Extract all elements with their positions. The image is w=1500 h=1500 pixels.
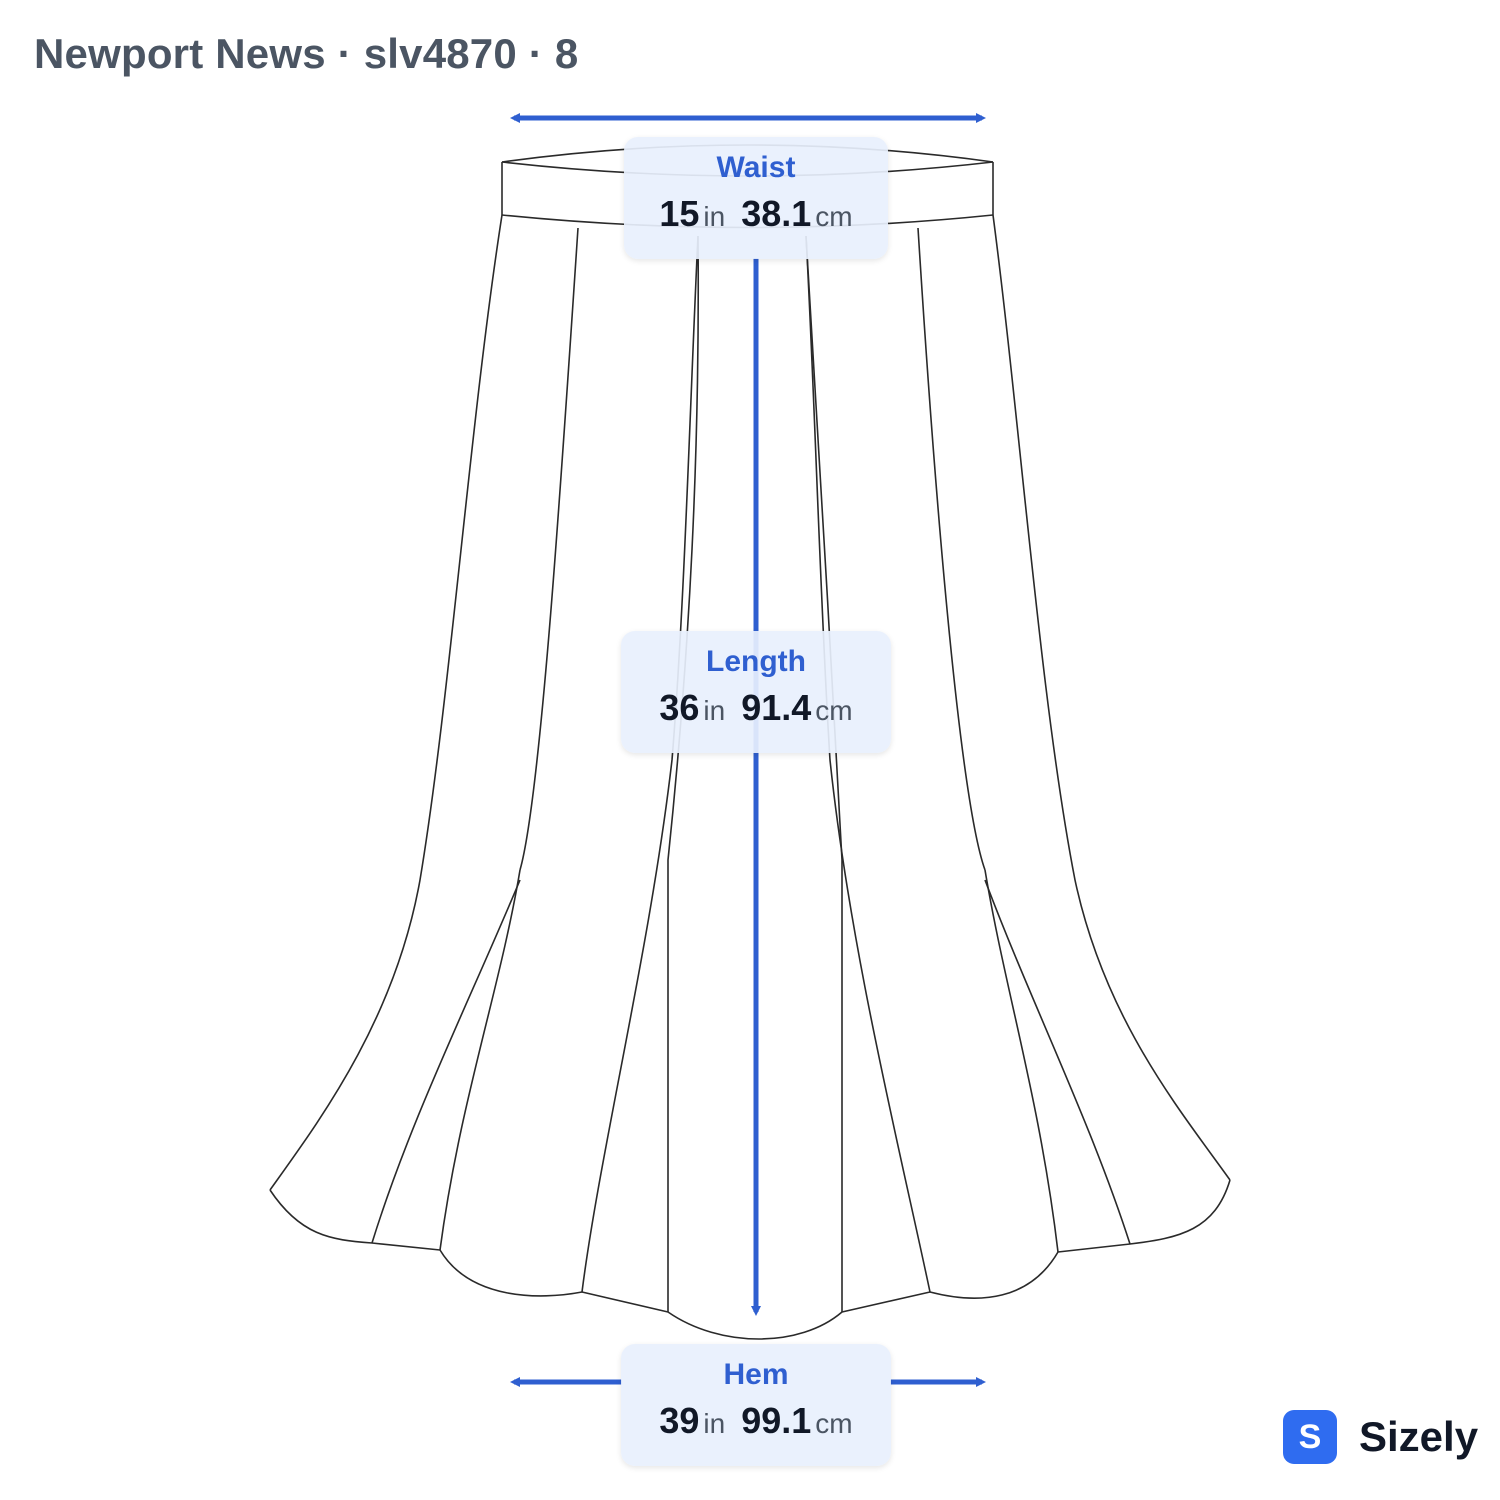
brand-mark: S Sizely <box>1283 1410 1478 1464</box>
hem-inch-unit: in <box>703 1408 726 1439</box>
seam-4 <box>805 235 931 1293</box>
hem-cm-unit: cm <box>815 1408 853 1439</box>
skirt-right-side <box>992 214 1231 1181</box>
seam-1c <box>371 879 521 1244</box>
waist-inch-unit: in <box>703 201 726 232</box>
length-cm: 91.4 <box>741 687 812 728</box>
seam-6c <box>984 879 1131 1245</box>
hem-line <box>269 1179 1231 1340</box>
waist-inches: 15 <box>659 193 700 234</box>
length-inch-unit: in <box>703 695 726 726</box>
seam-3 <box>667 235 700 1312</box>
waist-cm: 38.1 <box>741 193 812 234</box>
skirt-outline <box>269 144 1231 1340</box>
hem-label-name: Hem <box>723 1358 789 1391</box>
length-inches: 36 <box>659 687 700 728</box>
seam-2 <box>581 235 699 1293</box>
length-label-name: Length <box>706 645 806 678</box>
seam-5 <box>805 235 843 1312</box>
hem-cm: 99.1 <box>741 1400 812 1441</box>
skirt-left-side <box>269 214 503 1191</box>
waist-cm-unit: cm <box>815 201 853 232</box>
seam-1 <box>519 227 579 871</box>
sizely-logo-icon: S <box>1283 1410 1337 1464</box>
hem-inches: 39 <box>659 1400 700 1441</box>
waist-label-name: Waist <box>716 151 796 184</box>
page-title: Newport News · slv4870 · 8 <box>34 30 579 77</box>
length-cm-unit: cm <box>815 695 853 726</box>
seam-6 <box>917 227 986 871</box>
seam-1b <box>439 869 521 1251</box>
brand-name: Sizely <box>1359 1413 1479 1460</box>
seam-6b <box>984 869 1059 1253</box>
